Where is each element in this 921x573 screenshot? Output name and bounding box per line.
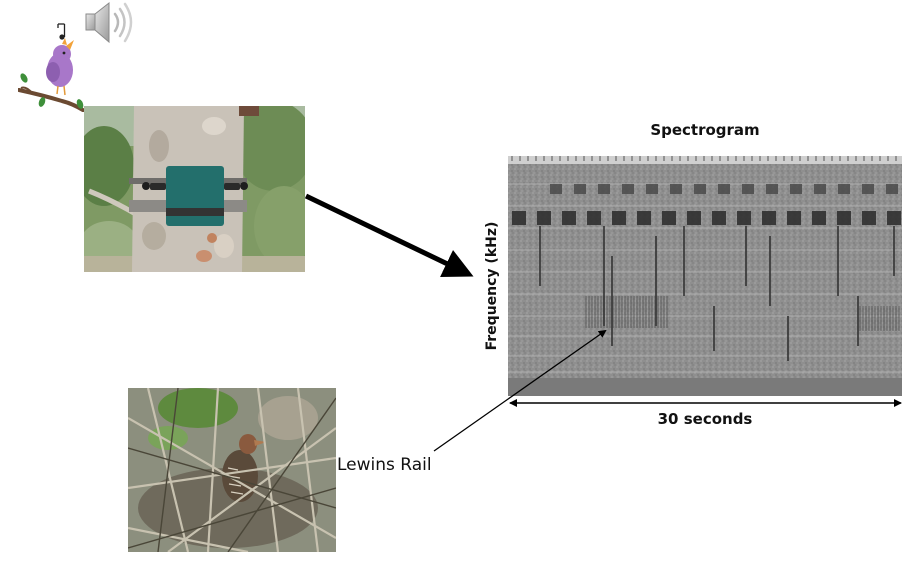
x-axis-label: 30 seconds [657,410,753,428]
lewins-rail-photo [128,388,336,552]
spectrogram-call [612,211,626,225]
recorder-to-spectrogram-arrow [304,193,474,278]
recorder-on-tree-photo [84,106,305,272]
spectrogram-call [512,211,526,225]
spectrogram-title: Spectrogram [650,121,760,139]
spectrogram-call [766,184,778,194]
spectrogram-call [637,211,651,225]
spectrogram-call [812,211,826,225]
spectrogram-call [694,184,706,194]
spectrogram-call [587,211,601,225]
spectrogram-call [887,211,901,225]
spectrogram-call [718,184,730,194]
spectrogram-call [762,211,776,225]
spectrogram-call [814,184,826,194]
spectrogram-call [790,184,802,194]
spectrogram-call [662,211,676,225]
singing-bird-icon [18,23,88,112]
spectrogram-call [550,184,562,194]
speaker-icon[interactable] [82,0,136,48]
spectrogram-call [687,211,701,225]
spectrogram-call [646,184,658,194]
spectrogram-call [787,211,801,225]
spectrogram-call [886,184,898,194]
spectrogram-call [670,184,682,194]
spectrogram-call [862,211,876,225]
spectrogram-call [598,184,610,194]
spectrogram-call [537,211,551,225]
spectrogram-call [742,184,754,194]
spectrogram-image [508,156,902,396]
spectrogram-call [837,211,851,225]
spectrogram-call [562,211,576,225]
spectrogram-call [737,211,751,225]
species-label: Lewins Rail [337,455,432,475]
spectrogram-call [862,184,874,194]
spectrogram-call [838,184,850,194]
music-note-icon [57,23,66,40]
spectrogram-call [574,184,586,194]
spectrogram-call [622,184,634,194]
spectrogram-call [712,211,726,225]
y-axis-label-text: Frequency (kHz) [484,221,500,351]
